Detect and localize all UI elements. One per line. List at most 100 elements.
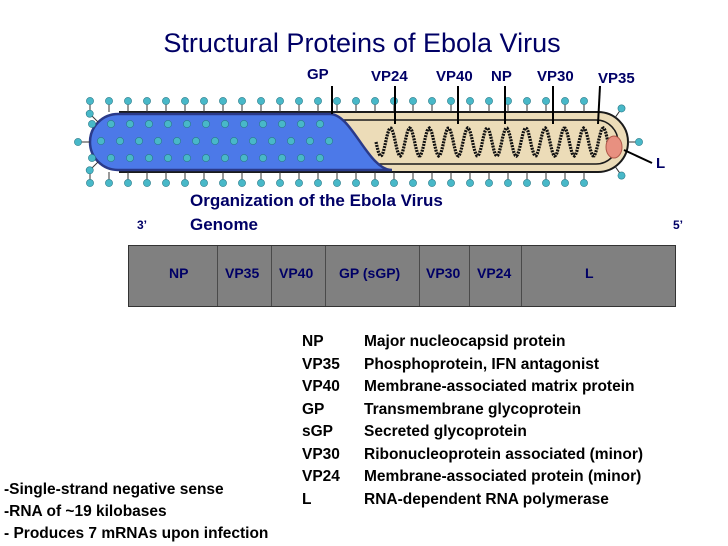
genome-3-prime-end: 3’ [137,218,148,232]
genome-heading: Organization of the Ebola Virus Genome [190,189,443,237]
surface-glycoprotein-dot [268,137,276,145]
surface-glycoprotein-dot [240,154,248,162]
spike-head [617,171,626,180]
spike-head [447,179,455,187]
spike-head [333,179,341,187]
spike-head [219,179,227,187]
surface-glycoprotein-dot [316,154,324,162]
spike-head [561,97,569,105]
genome-5-prime-end: 5’ [673,218,684,232]
page-title: Structural Proteins of Ebola Virus [163,28,561,58]
spike-head [580,97,588,105]
genome-heading-line2: Genome [190,215,259,234]
spike-head [542,179,550,187]
surface-glycoprotein-dot [183,120,191,128]
surface-glycoprotein-dot [145,154,153,162]
segment-l: L [585,265,594,281]
spike-head [162,97,170,105]
surface-glycoprotein-dot [230,137,238,145]
surface-glycoprotein-dot [88,120,96,128]
note-line: -Single-strand negative sense [4,481,224,498]
surface-glycoprotein-dot [297,154,305,162]
surface-glycoprotein-dot [116,137,124,145]
spike-head [428,97,436,105]
spike-head [447,97,455,105]
note-line: - Produces 7 mRNAs upon infection [4,525,269,542]
legend-row: VP24 Membrane-associated protein (minor) [302,466,643,489]
surface-glycoprotein-dot [211,137,219,145]
surface-glycoprotein-dot [173,137,181,145]
legend-desc: Membrane-associated protein (minor) [364,468,642,485]
surface-glycoprotein-dot [164,154,172,162]
surface-glycoprotein-dot [107,120,115,128]
spike-head [561,179,569,187]
spike-head [466,179,474,187]
spike-head [105,97,113,105]
legend-desc: Secreted glycoprotein [364,423,527,440]
spike-head [143,179,151,187]
spike-head [257,97,265,105]
spike-head [295,97,303,105]
surface-glycoprotein-dot [287,137,295,145]
label-gp: GP [307,66,329,83]
segment-divider [217,246,218,306]
spike-head [635,138,643,146]
spike-head [485,179,493,187]
legend-abbr: L [302,490,312,508]
surface-glycoprotein-dot [259,120,267,128]
spike-head [238,179,246,187]
label-vp30: VP30 [537,68,574,85]
spike-head [124,179,132,187]
spike-head [86,179,94,187]
surface-glycoprotein-dot [145,120,153,128]
legend-abbr: VP24 [302,468,340,485]
segment-divider [469,246,470,306]
spike-head [86,97,94,105]
nucleocapsid-coil [374,125,610,159]
spike-head [162,179,170,187]
label-vp40: VP40 [436,68,473,85]
surface-glycoprotein-dot [259,154,267,162]
spike-head [295,179,303,187]
spike-head [181,179,189,187]
spike-head [523,179,531,187]
spike-head [390,179,398,187]
spike-head [238,97,246,105]
spike-head [105,179,113,187]
surface-glycoprotein-dot [316,120,324,128]
spike-head [542,97,550,105]
segment-vp40: VP40 [279,265,314,281]
surface-glycoprotein-dot [192,137,200,145]
spike-head [85,109,94,118]
spike-head [181,97,189,105]
surface-glycoprotein-dot [278,154,286,162]
surface-glycoprotein-dot [135,137,143,145]
spike-head [314,179,322,187]
segment-np: NP [169,265,189,281]
segment-vp35: VP35 [225,265,260,281]
surface-glycoprotein-dot [88,154,96,162]
spike-head [333,97,341,105]
segment-divider [419,246,420,306]
spike-head [200,97,208,105]
segment-divider [521,246,522,306]
segment-vp30: VP30 [426,265,461,281]
surface-glycoprotein-dot [202,120,210,128]
segment-divider [271,246,272,306]
surface-glycoprotein-dot [183,154,191,162]
legend-desc: Phosphoprotein, IFN antagonist [364,355,600,373]
legend-desc: Transmembrane glycoprotein [364,400,582,418]
spike-head [580,179,588,187]
genome-heading-line1: Organization of the Ebola Virus [190,191,443,210]
spike-head [352,179,360,187]
segment-divider [325,246,326,306]
label-line-l [623,149,653,164]
surface-glycoprotein-dot [107,154,115,162]
spike-head [617,104,626,113]
label-l: L [656,155,666,172]
label-np: NP [491,68,512,85]
